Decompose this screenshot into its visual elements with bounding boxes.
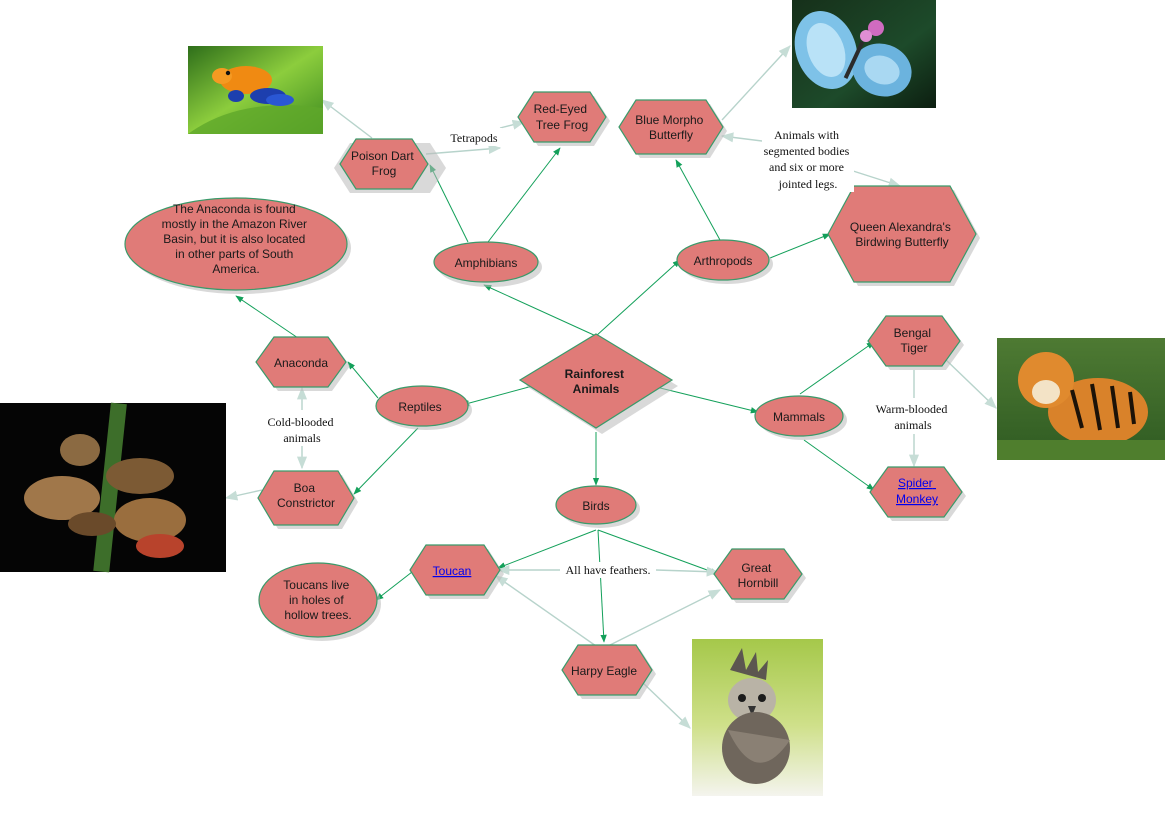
toucan-note-node[interactable]: Toucans live in holes of hollow trees.: [258, 562, 378, 638]
svg-text:Rainforest Animals: Rainforest Animals: [565, 367, 628, 396]
warm-blooded-line-2: animals: [894, 418, 932, 432]
poison-dart-frog-line-2: Frog: [372, 164, 397, 178]
spider-monkey-link-line-1[interactable]: Spider: [898, 476, 933, 490]
image-connectors: [224, 45, 997, 729]
boa-line-1: Boa: [294, 481, 316, 495]
amphibians-label: Amphibians: [455, 256, 518, 270]
reptiles-node[interactable]: Reptiles: [375, 385, 469, 427]
connectors: [235, 147, 875, 643]
anaconda-note-node[interactable]: The Anaconda is found mostly in the Amaz…: [124, 197, 348, 291]
svg-text:Blue Morpho Butterfly: Blue Morpho Butterfly: [635, 113, 706, 142]
warm-blooded-line-1: Warm-blooded: [876, 402, 948, 416]
birds-label: Birds: [582, 499, 609, 513]
svg-text:Animals with segmented b: Animals with segmented bodies and six or…: [764, 128, 853, 191]
boa-constrictor-node[interactable]: Boa Constrictor: [257, 470, 355, 526]
arthropod-def-line-3: and six or more: [769, 160, 844, 174]
reptiles-label: Reptiles: [398, 400, 441, 414]
arthropods-node[interactable]: Arthropods: [676, 239, 770, 281]
bengal-tiger-node[interactable]: Bengal Tiger: [867, 315, 961, 367]
svg-text:Poison Dart Frog: Poison Dart Frog: [351, 149, 417, 178]
anaconda-note-line-1: The Anaconda is found: [173, 202, 296, 216]
blue-morpho-node[interactable]: Blue Morpho Butterfly: [618, 99, 724, 155]
mammals-node[interactable]: Mammals: [754, 395, 844, 437]
queen-alexandra-line-2: Birdwing Butterfly: [855, 235, 948, 249]
amphibians-node[interactable]: Amphibians: [433, 241, 539, 283]
center-node-line-1: Rainforest: [565, 367, 624, 381]
harpy-eagle-photo[interactable]: [692, 639, 823, 796]
poison-dart-frog-node[interactable]: Poison Dart Frog: [339, 138, 429, 190]
cold-blooded-line-2: animals: [283, 431, 321, 445]
anaconda-note-line-2: mostly in the Amazon River: [162, 217, 307, 231]
toucan-node[interactable]: Toucan: [409, 544, 501, 596]
svg-text:Toucans live in holes of: Toucans live in holes of hollow trees.: [283, 578, 352, 622]
great-hornbill-line-1: Great: [741, 561, 772, 575]
anaconda-label: Anaconda: [274, 356, 328, 370]
red-eyed-tree-frog-node[interactable]: Red-Eyed Tree Frog: [517, 91, 607, 143]
boa-constrictor-photo[interactable]: [0, 402, 226, 573]
arthropods-label: Arthropods: [694, 254, 753, 268]
mammals-label: Mammals: [773, 410, 825, 424]
feathers-label: All have feathers.: [566, 563, 651, 577]
toucan-note-line-1: Toucans live: [283, 578, 349, 592]
toucan-link[interactable]: Toucan: [433, 564, 472, 578]
anaconda-note-line-3: Basin, but it is also located: [163, 232, 305, 246]
queen-alexandra-line-1: Queen Alexandra's: [850, 220, 951, 234]
red-eyed-tree-frog-line-1: Red-Eyed: [534, 102, 587, 116]
svg-text:Queen Alexandra's Birdwi: Queen Alexandra's Birdwing Butterfly: [850, 220, 954, 249]
blue-morpho-photo[interactable]: [784, 0, 936, 108]
bengal-tiger-line-1: Bengal: [894, 326, 931, 340]
arthropod-def-line-2: segmented bodies: [764, 144, 850, 158]
svg-text:Cold-blooded animals: Cold-blooded animals: [268, 415, 337, 445]
svg-text:Great Hornbill: Great Hornbill: [738, 561, 779, 590]
harpy-eagle-label: Harpy Eagle: [571, 664, 637, 678]
svg-text:Spider Monkey: Spider Monkey: [896, 476, 938, 506]
tetrapods-label: Tetrapods: [450, 131, 497, 145]
cold-blooded-line-1: Cold-blooded: [268, 415, 334, 429]
anaconda-note-line-5: America.: [212, 262, 259, 276]
blue-morpho-line-2: Butterfly: [649, 128, 693, 142]
spider-monkey-node[interactable]: Spider Monkey: [869, 466, 963, 518]
svg-text:Bengal Tiger: Bengal Tiger: [894, 326, 935, 355]
harpy-eagle-node[interactable]: Harpy Eagle: [561, 644, 653, 696]
spider-monkey-link-line-2[interactable]: Monkey: [896, 492, 938, 506]
svg-text:Red-Eyed Tree Frog: Red-Eyed Tree Frog: [534, 102, 591, 132]
boa-line-2: Constrictor: [277, 496, 335, 510]
connector-labels: Tetrapods Animals with segmented bodies …: [266, 124, 954, 578]
anaconda-node[interactable]: Anaconda: [255, 336, 347, 388]
center-node-line-2: Animals: [573, 382, 620, 396]
red-eyed-tree-frog-line-2: Tree Frog: [536, 118, 588, 132]
svg-text:Boa Constrictor: Boa Constrictor: [277, 481, 335, 510]
birds-node[interactable]: Birds: [555, 485, 637, 525]
bengal-tiger-line-2: Tiger: [901, 341, 928, 355]
great-hornbill-line-2: Hornbill: [738, 576, 779, 590]
svg-text:The Anaconda is found mo: The Anaconda is found mostly in the Amaz…: [162, 202, 311, 276]
toucan-note-line-3: hollow trees.: [284, 608, 351, 622]
center-node[interactable]: Rainforest Animals: [518, 333, 674, 429]
anaconda-note-line-4: in other parts of South: [175, 247, 293, 261]
svg-text:Warm-blooded animals: Warm-blooded animals: [876, 402, 951, 432]
poison-dart-frog-photo[interactable]: [188, 46, 323, 134]
bengal-tiger-photo[interactable]: [997, 338, 1165, 460]
great-hornbill-node[interactable]: Great Hornbill: [713, 548, 803, 600]
arthropod-def-line-1: Animals with: [774, 128, 839, 142]
arthropod-def-line-4: jointed legs.: [778, 177, 838, 191]
queen-alexandra-node[interactable]: Queen Alexandra's Birdwing Butterfly: [827, 185, 977, 283]
toucan-note-line-2: in holes of: [289, 593, 344, 607]
blue-morpho-line-1: Blue Morpho: [635, 113, 703, 127]
poison-dart-frog-line-1: Poison Dart: [351, 149, 414, 163]
